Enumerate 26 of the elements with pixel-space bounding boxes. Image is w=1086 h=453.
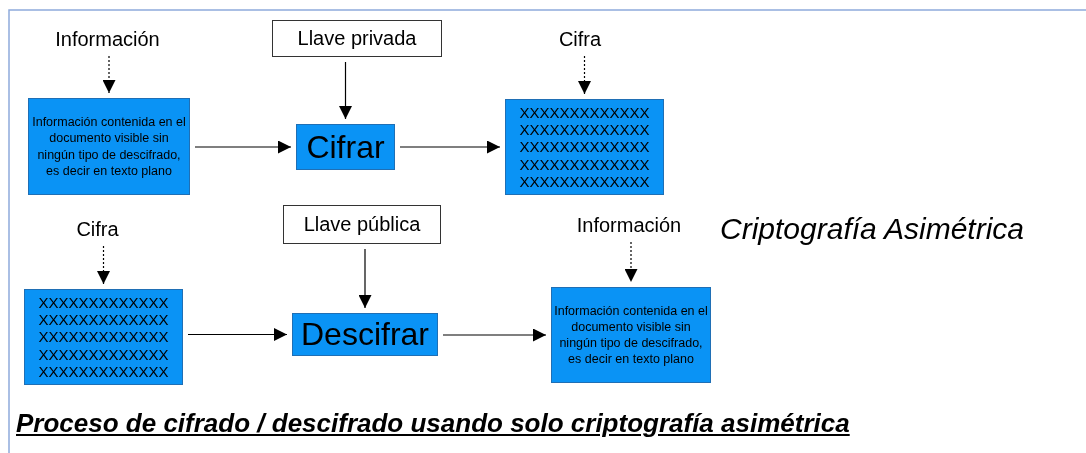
node-text: Cifra <box>65 217 130 241</box>
ciphertext-box <box>24 289 183 385</box>
arrow <box>442 328 547 342</box>
ciphertext: XXXXXXXXXXXXX XXXXXXXXXXXXX XXXXXXXXXXXXX XXXXXXXXXXXXX XXXXXXXXXXXXX <box>37 293 170 381</box>
plaintext-box: Información contenida en el documento visible sin ningún tipo de descifrado, es decir en texto plano <box>28 98 190 195</box>
key-box: Llave pública <box>283 205 441 244</box>
arrow <box>194 140 292 154</box>
plaintext-box: Información contenida en el documento visible sin ningún tipo de descifrado, es decir en texto plano <box>551 287 711 383</box>
arrow <box>187 328 288 341</box>
dashed-arrow <box>624 241 638 283</box>
dashed-arrow <box>578 55 591 95</box>
arrow <box>358 248 372 309</box>
process-box: Cifrar <box>296 124 395 170</box>
dashed-arrow <box>102 55 116 94</box>
node-text: Información <box>45 27 170 51</box>
node-text: Información <box>565 213 693 237</box>
process-box: Descifrar <box>292 313 438 356</box>
arrow <box>399 140 501 154</box>
arrow <box>339 61 352 120</box>
key-box: Llave privada <box>272 20 442 57</box>
caption: Proceso de cifrado / descifrado usando solo criptografía asimétrica <box>16 408 850 439</box>
dashed-arrow <box>97 245 110 285</box>
ciphertext: XXXXXXXXXXXXX XXXXXXXXXXXXX XXXXXXXXXXXXX XXXXXXXXXXXXX XXXXXXXXXXXXX <box>518 103 651 191</box>
ciphertext-box <box>505 99 664 195</box>
diagram-label: Criptografía Asimétrica <box>720 212 1024 246</box>
node-text: Cifra <box>545 27 615 51</box>
